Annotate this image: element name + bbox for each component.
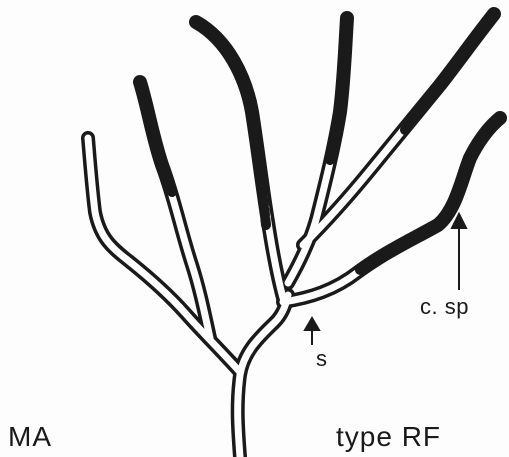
arrow-s: [305, 318, 319, 345]
label-s: s: [316, 346, 328, 371]
spore-chain-right: [405, 14, 494, 130]
spore-chain-right-center: [330, 18, 347, 160]
spore-chain-left-mid: [140, 82, 172, 192]
spore-chain-far-right: [360, 118, 500, 270]
corner-label-left: MA: [8, 421, 52, 452]
label-csp: c. sp: [420, 294, 469, 319]
arrow-csp: [452, 214, 466, 290]
spore-chain-center: [196, 22, 266, 225]
corner-label-right: type RF: [336, 421, 441, 452]
